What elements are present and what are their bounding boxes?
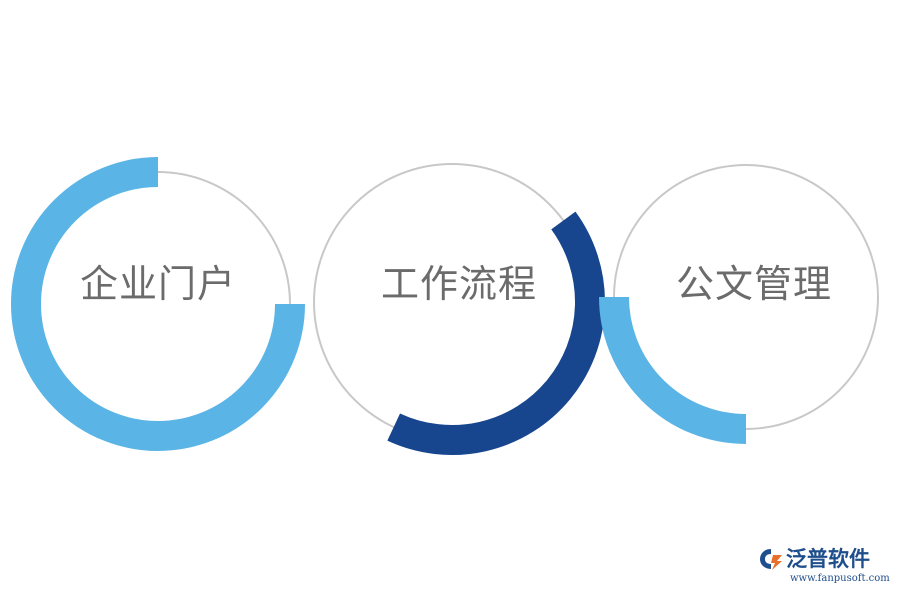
ring-label-portal: 企业门户 bbox=[79, 262, 237, 306]
brand-logo: 泛普软件 www.fanpusoft.com bbox=[758, 544, 890, 588]
brand-name: 泛普软件 bbox=[786, 547, 870, 571]
ring-progress-document bbox=[599, 296, 747, 444]
ring-label-workflow: 工作流程 bbox=[380, 262, 538, 306]
ring-progress-portal bbox=[11, 157, 305, 451]
ring-progress-workflow bbox=[387, 211, 605, 455]
fanpu-logo-icon bbox=[760, 549, 782, 570]
ring-label-document: 公文管理 bbox=[675, 262, 833, 306]
brand-url: www.fanpusoft.com bbox=[790, 573, 890, 584]
